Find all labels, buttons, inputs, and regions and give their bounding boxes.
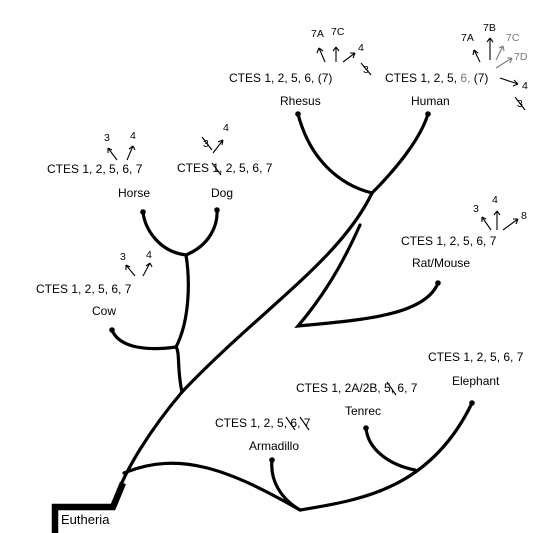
strike-dog-1	[211, 162, 222, 176]
duplications-rat: 3 4 8	[473, 194, 527, 231]
dup-rat-8: 8	[521, 210, 527, 222]
branch-horse-dog-stem	[174, 253, 190, 349]
branch-root	[51, 481, 126, 533]
lost-gene-armadillo-5: 5	[277, 416, 284, 430]
dup-cow-3: 3	[120, 251, 126, 263]
ctes-tenrec: CTES 1, 2A/2B, 5, 6, 7	[296, 381, 418, 395]
duplications-rhesus: 7A 7C 4 3	[311, 26, 372, 76]
arrow-rat-8	[502, 218, 519, 231]
dup-rhesus-7c: 7C	[331, 26, 345, 38]
ctes-rat: CTES 1, 2, 5, 6, 7	[401, 234, 497, 248]
root-label: Eutheria	[61, 512, 110, 527]
ctes-human: CTES 1, 2, 5, 6, (7)	[385, 71, 488, 85]
tip-armadillo	[269, 457, 275, 463]
duplications-cow: 3 4	[120, 249, 153, 277]
tip-elephant	[469, 400, 475, 406]
strike-dog-3	[201, 136, 213, 151]
tip-dog	[214, 207, 220, 213]
tree-tips	[109, 111, 475, 463]
strike-rhesus-3	[360, 62, 372, 76]
taxon-human: Human	[411, 94, 450, 108]
branch-rat	[294, 223, 440, 328]
arrow-human-7c	[495, 45, 505, 61]
dup-horse-4: 4	[130, 130, 136, 142]
ctes-cow: CTES 1, 2, 5, 6, 7	[36, 282, 132, 296]
lost-gene-armadillo-6: 6	[290, 416, 297, 430]
arrow-rat-3	[481, 216, 492, 231]
tree-branches	[51, 112, 474, 533]
tip-human	[425, 111, 431, 117]
branch-afrotheria-inner	[364, 426, 417, 472]
strike-tenrec-5	[386, 381, 397, 396]
arrow-human-4	[499, 77, 519, 87]
strike-armadillo-6	[299, 416, 310, 431]
strike-human-3	[514, 96, 526, 111]
taxon-cow: Cow	[92, 304, 116, 318]
arrow-rhesus-7c	[332, 46, 340, 62]
dup-rat-4: 4	[492, 194, 498, 206]
dup-rhesus-4: 4	[358, 42, 364, 54]
dup-dog-3: 3	[203, 138, 209, 150]
branch-horse	[141, 210, 188, 257]
arrow-human-7d	[495, 57, 513, 69]
tip-rat	[435, 280, 441, 286]
branch-armadillo	[270, 458, 302, 512]
ctes-dog: CTES 1, 2, 5, 6, 7	[177, 161, 273, 175]
branch-laurasiatheria	[174, 345, 184, 394]
taxon-elephant: Elephant	[452, 374, 500, 388]
taxon-horse: Horse	[118, 186, 150, 200]
dup-human-7b: 7B	[483, 22, 496, 34]
tip-cow	[109, 327, 115, 333]
branch-trunk-lower	[113, 390, 184, 502]
taxon-rhesus: Rhesus	[280, 94, 321, 108]
branch-cow	[110, 328, 178, 351]
dup-rhesus-7a: 7A	[311, 28, 324, 40]
duplications-human: 7A 7B 7C 7D 4 3	[461, 22, 528, 111]
arrow-horse-3	[107, 147, 118, 161]
arrow-rhesus-7a	[316, 47, 326, 63]
ctes-lists: CTES 1, 2, 5, 6, (7) CTES 1, 2, 5, 6, (7…	[36, 71, 524, 431]
arrow-human-7b	[486, 37, 494, 60]
arrow-rhesus-4	[342, 52, 356, 63]
taxon-dog: Dog	[211, 186, 233, 200]
lost-gene-tenrec-5: 5	[384, 381, 391, 395]
taxon-rat: Rat/Mouse	[412, 256, 470, 270]
ctes-horse: CTES 1, 2, 5, 6, 7	[47, 162, 143, 176]
dup-rhesus-3: 3	[363, 64, 369, 76]
tip-tenrec	[363, 425, 369, 431]
taxon-labels: Eutheria Rhesus Human Horse Dog Rat/Mous…	[61, 94, 500, 527]
branch-dog	[184, 208, 219, 257]
arrow-dog-4	[212, 139, 224, 154]
dup-rat-3: 3	[473, 203, 479, 215]
dup-human-7a: 7A	[461, 32, 474, 44]
arrow-human-7a	[472, 49, 481, 63]
tip-horse	[140, 209, 146, 215]
dup-dog-4: 4	[223, 122, 229, 134]
dup-horse-3: 3	[104, 132, 110, 144]
branch-primates	[296, 112, 374, 195]
dup-human-4: 4	[522, 80, 528, 92]
ctes-elephant: CTES 1, 2, 5, 6, 7	[428, 350, 524, 364]
dup-cow-4: 4	[146, 249, 152, 261]
strike-armadillo-5	[285, 416, 296, 431]
taxon-tenrec: Tenrec	[345, 404, 381, 418]
duplications-dog: 3 4	[201, 122, 229, 154]
branch-trunk-upper	[180, 191, 374, 394]
tip-rhesus	[295, 111, 301, 117]
arrow-cow-3	[125, 264, 136, 277]
ctes-armadillo: CTES 1, 2, 5, 6, 7	[215, 416, 311, 430]
taxon-armadillo: Armadillo	[249, 439, 299, 453]
ctes-rhesus: CTES 1, 2, 5, 6, (7)	[229, 71, 332, 85]
dup-human-7d: 7D	[514, 51, 528, 63]
duplications-horse: 3 4	[104, 130, 136, 161]
arrow-rat-4	[493, 210, 501, 230]
arrow-cow-4	[142, 262, 153, 277]
branch-human	[370, 112, 430, 195]
arrow-horse-4	[126, 145, 136, 161]
dup-human-7c: 7C	[506, 32, 520, 44]
